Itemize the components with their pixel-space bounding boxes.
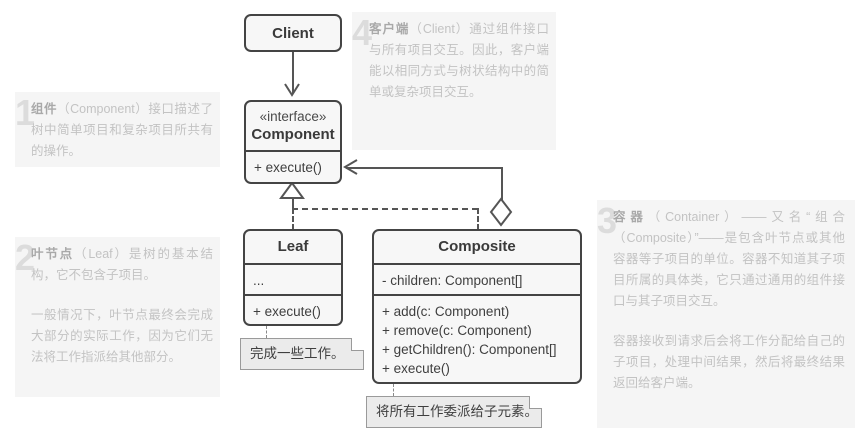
method-item: + execute()	[382, 361, 450, 376]
note-fold-corner-icon	[529, 396, 542, 409]
annotation-rest-2: （Leaf）是树的基本结构，它不包含子项目。	[31, 247, 213, 282]
annotation-number-3: 3	[597, 200, 617, 241]
method-item: + execute()	[253, 304, 321, 319]
annotation-text-3: 容器（Container）——又名“组合（Composite）”——是包含叶节点…	[613, 207, 845, 394]
annotation-term-1: 组件	[31, 102, 58, 116]
class-stereotype-component: «interface»	[259, 109, 327, 124]
method-item: + getChildren(): Component[]	[382, 342, 557, 357]
annotation-rest-4: （Client）通过组件接口与所有项目交互。因此，客户端能以相同方式与树状结构中…	[369, 22, 549, 99]
connector-realization-to-composite	[477, 208, 479, 230]
annotation-rest-3: （Container）——又名“组合（Composite）”——是包含叶节点或其…	[613, 210, 845, 308]
annotation-text-2: 叶节点（Leaf）是树的基本结构，它不包含子项目。 一般情况下，叶节点最终会完成…	[31, 244, 213, 368]
class-title-leaf: Leaf	[277, 238, 309, 255]
sticky-note-leaf: 完成一些工作。	[240, 338, 364, 370]
sticky-note-composite-text: 将所有工作委派给子元素。	[376, 404, 538, 419]
class-box-client[interactable]: Client	[244, 14, 342, 52]
annotation-number-1: 1	[15, 92, 35, 133]
annotation-panel-3	[597, 200, 855, 428]
class-title-component: «interface» Component	[246, 102, 340, 150]
sticky-note-leaf-text: 完成一些工作。	[250, 346, 345, 361]
annotation-number-4: 4	[352, 12, 372, 53]
annotation-text-4: 客户端（Client）通过组件接口与所有项目交互。因此，客户端能以相同方式与树状…	[369, 19, 549, 103]
connector-leaf-note	[266, 326, 267, 338]
connector-aggregation-horizontal	[346, 167, 503, 169]
annotation-rest-1: （Component）接口描述了树中简单项目和复杂项目所共有的操作。	[31, 102, 213, 158]
class-methods-composite: + add(c: Component) + remove(c: Componen…	[374, 294, 580, 382]
connector-realization-to-leaf	[292, 208, 294, 230]
annotation-term-2: 叶节点	[31, 247, 74, 261]
sticky-note-composite: 将所有工作委派给子元素。	[366, 396, 542, 428]
class-methods-leaf: + execute()	[245, 294, 341, 324]
note-fold-corner-icon	[351, 338, 364, 351]
connector-composite-note	[393, 384, 394, 396]
annotation-panel-4	[352, 12, 556, 150]
class-methods-component: + execute()	[246, 150, 340, 182]
class-fields-composite: - children: Component[]	[374, 263, 580, 294]
annotation-text-1: 组件（Component）接口描述了树中简单项目和复杂项目所共有的操作。	[31, 99, 213, 162]
field-item: ...	[253, 273, 265, 288]
method-item: + remove(c: Component)	[382, 323, 532, 338]
class-box-composite[interactable]: Composite - children: Component[] + add(…	[372, 229, 582, 384]
annotation-panel-1	[15, 92, 220, 167]
class-box-leaf[interactable]: Leaf ... + execute()	[243, 229, 343, 326]
class-name-component: Component	[251, 126, 335, 143]
method-item: + execute()	[254, 160, 322, 175]
connector-client-to-component	[292, 51, 294, 93]
connector-aggregation-vertical	[501, 167, 503, 209]
class-title-composite: Composite	[438, 238, 516, 255]
annotation-term-4: 客户端	[369, 22, 410, 36]
field-item: - children: Component[]	[382, 273, 523, 288]
annotation-number-2: 2	[15, 237, 35, 278]
annotation-term-3: 容器	[613, 210, 648, 224]
class-box-component[interactable]: «interface» Component + execute()	[244, 100, 342, 184]
annotation-para-2-1: 一般情况下，叶节点最终会完成大部分的实际工作，因为它们无法将工作指派给其他部分。	[31, 308, 213, 364]
class-title-client: Client	[272, 25, 314, 42]
method-item: + add(c: Component)	[382, 304, 510, 319]
connector-realization-bar	[292, 208, 478, 210]
class-fields-leaf: ...	[245, 263, 341, 294]
annotation-para-3-1: 容器接收到请求后会将工作分配给自己的子项目，处理中间结果，然后将最终结果返回给客…	[613, 334, 845, 390]
connector-realization-stub	[292, 197, 294, 209]
annotation-panel-2	[15, 237, 220, 397]
realization-triangle	[279, 181, 305, 199]
